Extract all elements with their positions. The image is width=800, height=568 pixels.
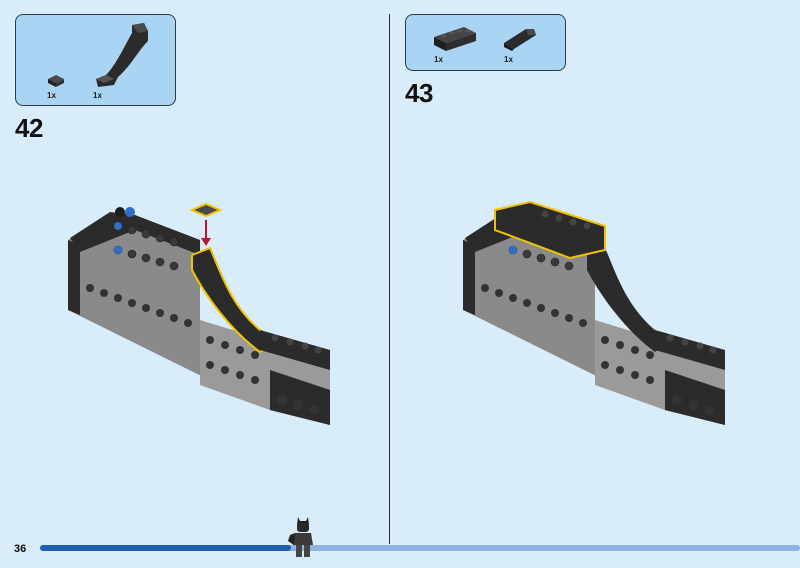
plate-1x1-icon xyxy=(48,75,64,87)
part-qty: 1x xyxy=(47,91,56,100)
part-qty: 1x xyxy=(504,55,513,64)
wedge-slope-icon xyxy=(504,29,536,51)
parts-callout-step-42: 1x 1x xyxy=(15,14,176,106)
page-number: 36 xyxy=(14,543,27,555)
progress-bar xyxy=(40,545,800,551)
part-qty: 1x xyxy=(434,55,443,64)
model-illustration-step-42 xyxy=(68,202,330,425)
step-number-43: 43 xyxy=(405,78,433,108)
brick-1x4-icon xyxy=(434,27,476,51)
step-number-42: 42 xyxy=(15,113,43,143)
minifigure-icon xyxy=(288,517,313,557)
progress-fill xyxy=(40,545,291,551)
part-qty: 1x xyxy=(93,91,102,100)
parts-callout-step-43: 1x 1x xyxy=(405,14,566,71)
curved-slope-icon xyxy=(96,23,148,87)
step-divider xyxy=(389,14,390,544)
model-illustration-step-43 xyxy=(463,200,725,425)
